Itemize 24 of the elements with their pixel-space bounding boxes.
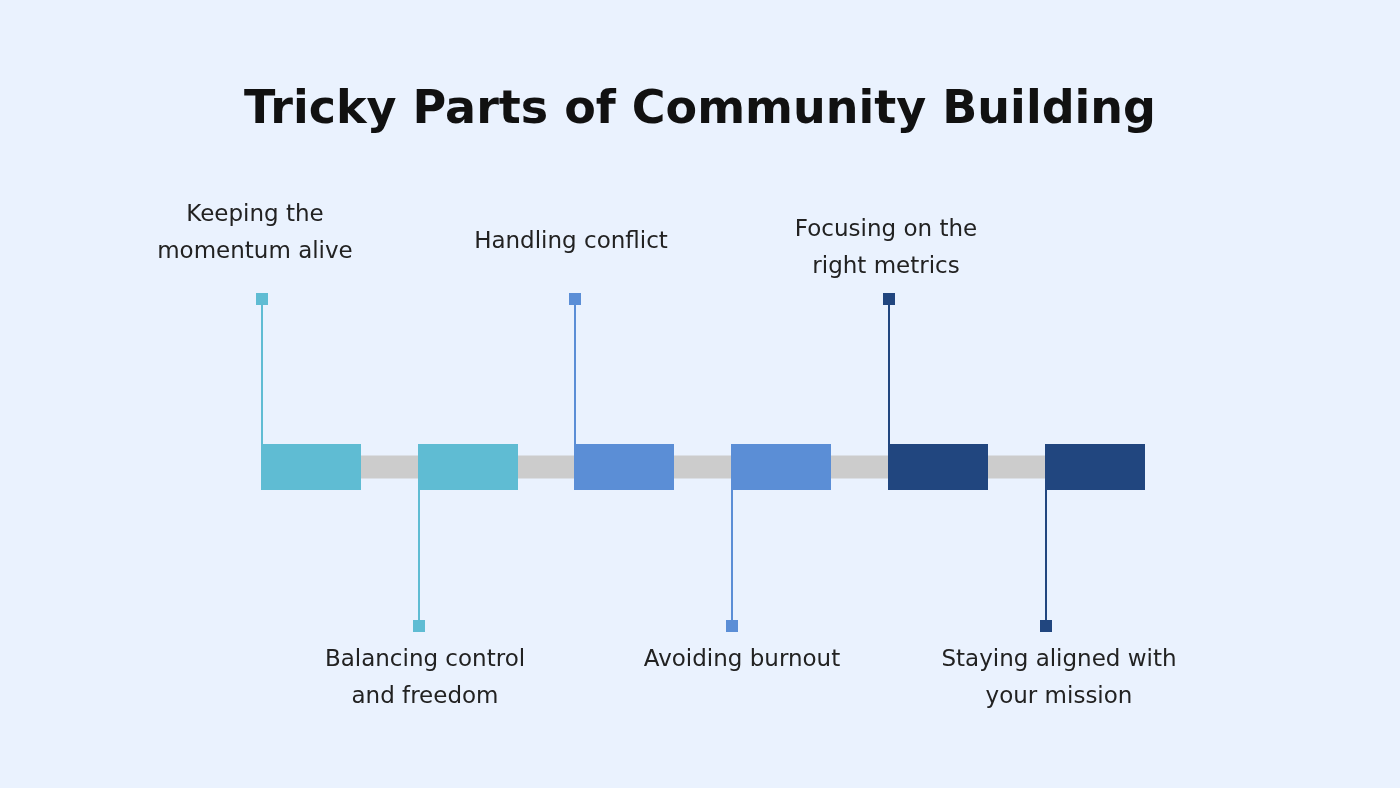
timeline-block [731, 444, 831, 490]
leader-line [726, 489, 738, 632]
leader-line [883, 293, 895, 445]
timeline-label: Focusing on the right metrics [793, 214, 979, 280]
timeline-label: Balancing control and freedom [323, 644, 527, 710]
timeline-block [418, 444, 518, 490]
timeline-label: Keeping the momentum alive [156, 199, 354, 265]
timeline-block [888, 444, 988, 490]
timeline-label: Handling conflict [473, 226, 669, 255]
leader-line [569, 293, 581, 445]
timeline-label: Avoiding burnout [642, 644, 842, 673]
timeline-block [574, 444, 674, 490]
timeline-label: Staying aligned with your mission [940, 644, 1178, 710]
leader-line [1040, 489, 1052, 632]
leader-line [413, 489, 425, 632]
timeline-block [1045, 444, 1145, 490]
timeline-track [361, 455, 418, 479]
timeline-block [261, 444, 361, 490]
title: Tricky Parts of Community Building [242, 80, 1158, 134]
timeline-track [831, 455, 888, 479]
timeline-track [518, 455, 574, 479]
timeline-track [988, 455, 1045, 479]
leader-line [256, 293, 268, 445]
timeline-track [674, 455, 731, 479]
